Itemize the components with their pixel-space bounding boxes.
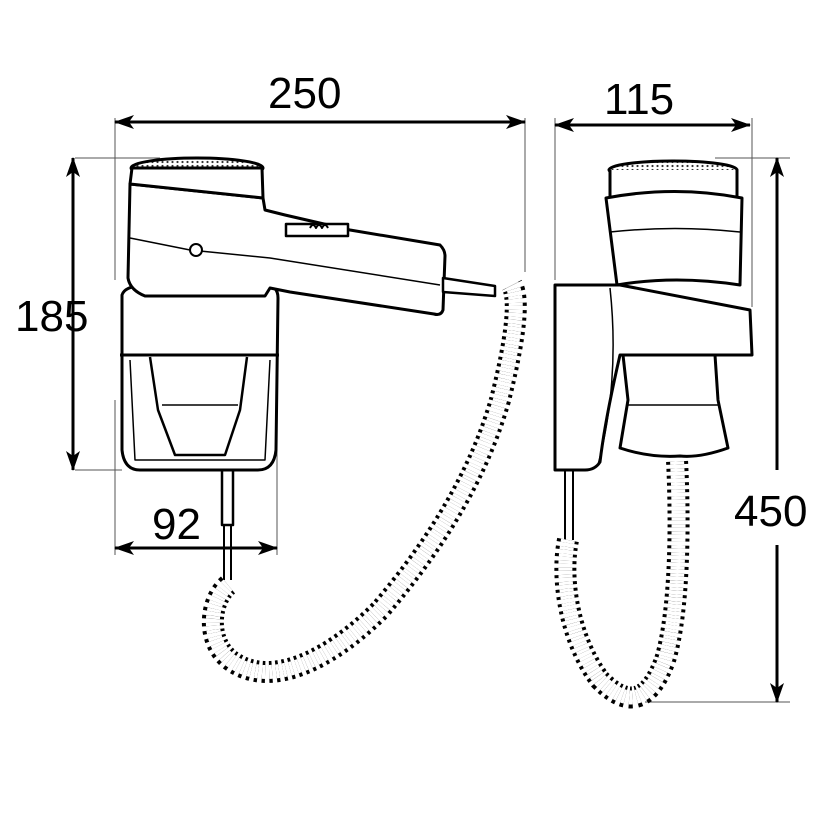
dimension-height-total: 450 <box>734 487 808 536</box>
front-cord-stub <box>564 470 574 540</box>
dimension-height-dryer: 185 <box>15 292 89 341</box>
cord-stub <box>220 468 235 580</box>
front-dryer-body <box>604 190 744 287</box>
dimension-depth: 115 <box>604 75 675 124</box>
front-coiled-cord <box>554 459 690 709</box>
holder-body <box>120 283 280 472</box>
slider-switch <box>284 222 350 238</box>
dimension-lines <box>66 115 784 703</box>
front-view <box>553 159 754 709</box>
dryer-body <box>126 182 447 316</box>
dimension-holder-width: 92 <box>152 500 201 549</box>
button <box>189 243 203 257</box>
dimension-width-total: 250 <box>268 69 342 118</box>
side-view <box>120 156 527 683</box>
